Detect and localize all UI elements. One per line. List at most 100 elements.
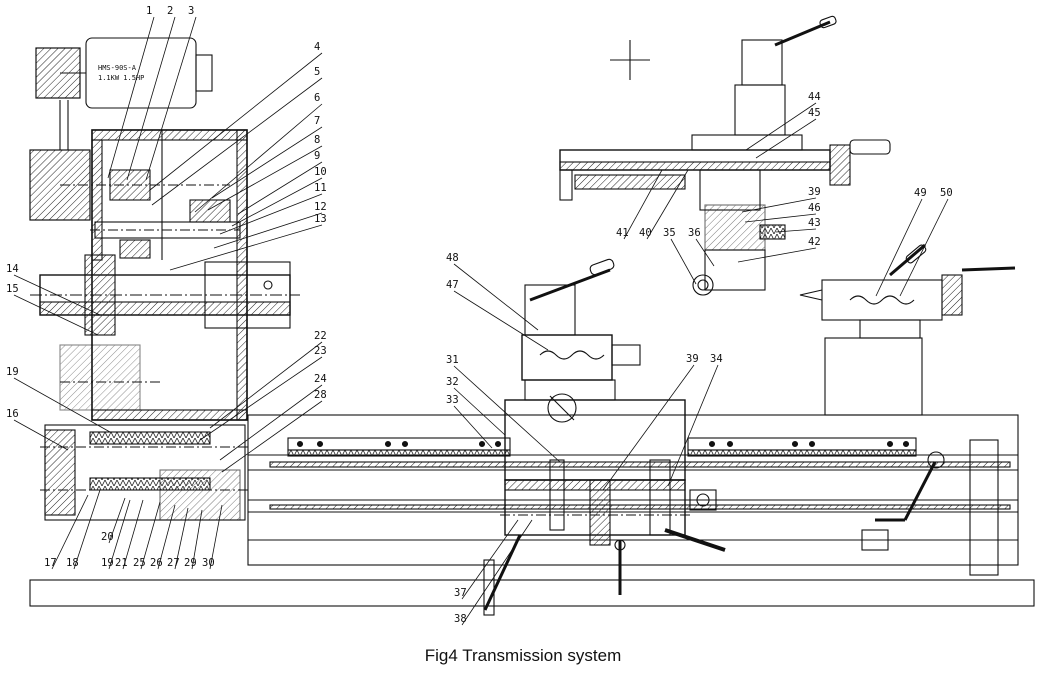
callout-leader [108, 497, 126, 544]
callout-leader [461, 519, 519, 600]
callout-label: 50 [940, 187, 953, 199]
callout-leader [237, 161, 323, 215]
callout-leader [51, 494, 89, 570]
callout-leader [453, 405, 493, 449]
callout-label: 39 [808, 186, 821, 198]
callout-label: 34 [710, 353, 723, 365]
callout-leader [145, 16, 197, 181]
callout-leader [219, 193, 323, 235]
figure-caption: Fig4 Transmission system [424, 646, 622, 665]
callout-leader [899, 198, 949, 297]
callout-label: 48 [446, 252, 459, 264]
callout-leader [108, 499, 131, 570]
callout-leader [623, 169, 663, 240]
callout-label: 1 [146, 5, 152, 17]
callout-label: 35 [663, 227, 676, 239]
callout-label: 16 [6, 408, 19, 420]
callout-leader [646, 169, 689, 240]
carriage [504, 258, 686, 481]
callout-leader [151, 77, 323, 206]
tailstock [799, 243, 1016, 416]
callout-leader [194, 103, 323, 213]
callout-label: 28 [314, 389, 327, 401]
callout-label: 49 [914, 187, 927, 199]
apron [483, 459, 726, 616]
callout-label: 19 [101, 557, 114, 569]
callout-label: 14 [6, 263, 19, 275]
callout-label: 43 [808, 217, 821, 229]
callout-label: 25 [133, 557, 146, 569]
callout-label: 31 [446, 354, 459, 366]
callout-leader [461, 519, 533, 626]
motor-model-label: HMS-90S-A [98, 64, 137, 72]
callout-label: 40 [639, 227, 652, 239]
callout-leader [126, 16, 176, 181]
callout-label: 45 [808, 107, 821, 119]
callout-label: 44 [808, 91, 821, 103]
callout-label: 19 [6, 366, 19, 378]
callout-leader [191, 509, 203, 570]
callout-label: 36 [688, 227, 701, 239]
callout-label: 12 [314, 201, 327, 213]
callout-leader [453, 387, 506, 436]
callout-label: 22 [314, 330, 327, 342]
callout-leader [453, 263, 539, 331]
callout-label: 2 [167, 5, 173, 17]
callout-leader [219, 384, 323, 461]
callout-leader [209, 504, 223, 570]
callout-leader [211, 126, 323, 199]
callout-label: 23 [314, 345, 327, 357]
callout-label: 17 [44, 557, 57, 569]
callout-leader [602, 364, 695, 491]
motor [35, 37, 213, 150]
callout-label: 6 [314, 92, 320, 104]
callout-leader [737, 247, 817, 263]
callout-label: 33 [446, 394, 459, 406]
callout-leader [670, 238, 697, 285]
motor-power-label: 1.1KW 1.5HP [98, 74, 144, 82]
callout-label: 47 [446, 279, 459, 291]
callout-label: 15 [6, 283, 19, 295]
callout-label: 8 [314, 134, 320, 146]
feed-lever [861, 451, 945, 551]
callout-label: 21 [115, 557, 128, 569]
callout-label: 42 [808, 236, 821, 248]
callout-label: 30 [202, 557, 215, 569]
callout-label: 7 [314, 115, 320, 127]
callout-leader [13, 294, 99, 336]
callout-leader [174, 507, 189, 570]
callout-label: 10 [314, 166, 327, 178]
callout-label: 29 [184, 557, 197, 569]
callout-leader [745, 102, 817, 151]
callout-leader [453, 290, 549, 351]
callout-label: 4 [314, 41, 320, 53]
cross-slide-assembly [559, 15, 891, 296]
callout-label: 3 [188, 5, 194, 17]
spindle [30, 254, 300, 336]
callout-label: 46 [808, 202, 821, 214]
callout-label: 13 [314, 213, 327, 225]
rack [287, 437, 917, 457]
callout-label: 18 [66, 557, 79, 569]
callout-leader [207, 145, 323, 211]
callout-label: 11 [314, 182, 327, 194]
callout-leader [695, 238, 715, 267]
callout-label: 38 [454, 613, 467, 625]
callout-leader [149, 52, 323, 191]
callout-label: 26 [150, 557, 163, 569]
callout-leader [73, 489, 101, 570]
callout-leader [169, 224, 323, 271]
callout-leader [744, 213, 817, 223]
callout-leader [667, 364, 719, 487]
callout-label: 5 [314, 66, 320, 78]
callout-leader [13, 274, 101, 316]
callout-label: 9 [314, 150, 320, 162]
callout-leader [157, 504, 176, 570]
callout-leader [13, 377, 111, 433]
callout-leader [875, 198, 923, 297]
callout-leader [755, 118, 817, 159]
callout-label: 24 [314, 373, 327, 385]
callout-leader [221, 400, 323, 473]
callout-label: 27 [167, 557, 180, 569]
callout-label: 41 [616, 227, 629, 239]
